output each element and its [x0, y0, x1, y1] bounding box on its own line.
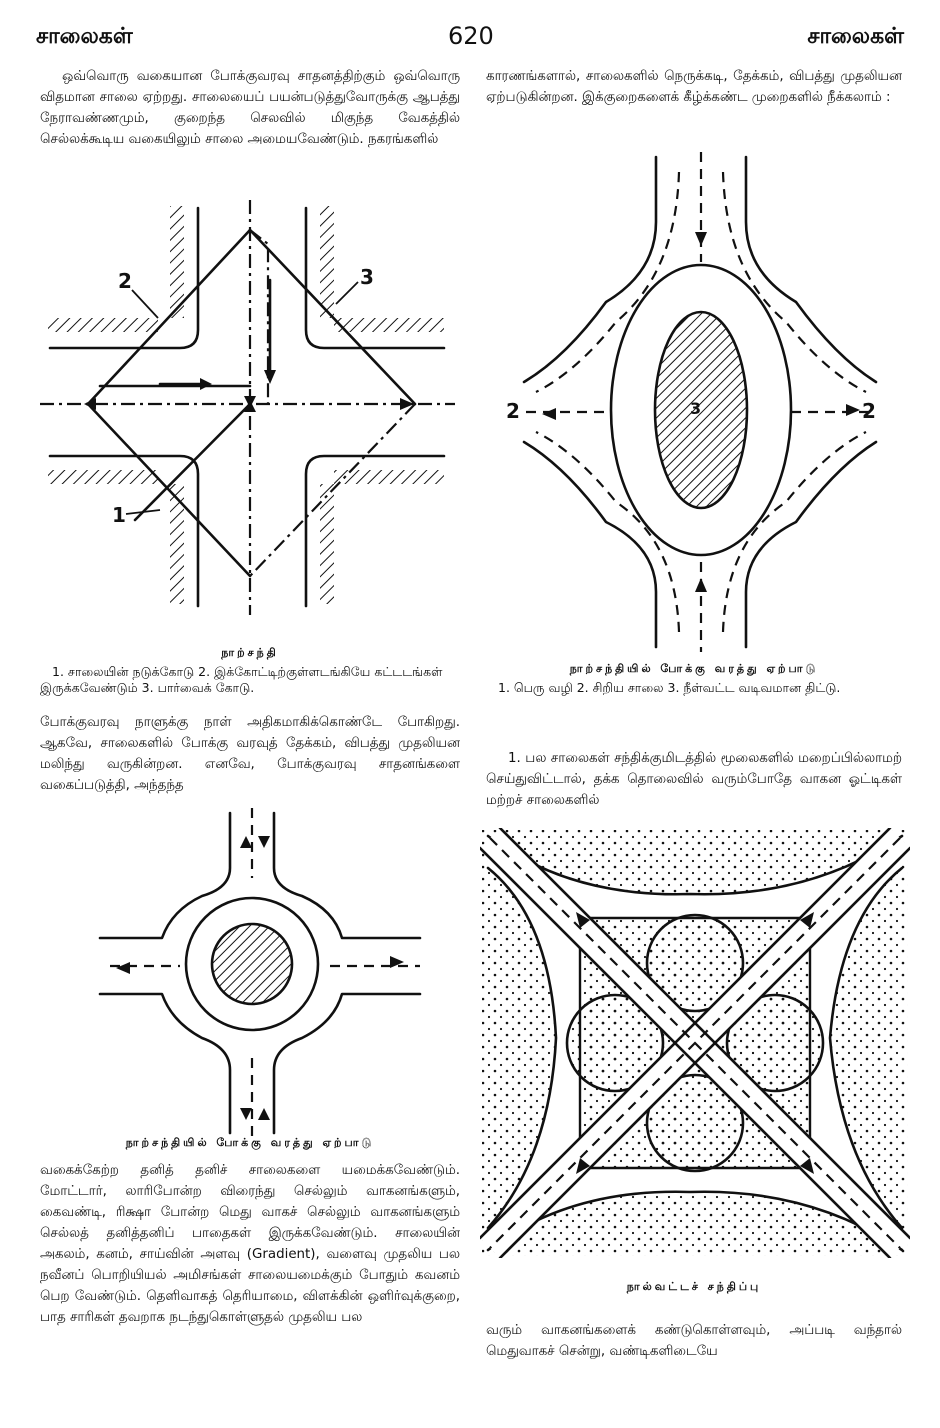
- header-right-title: சாலைகள்: [807, 24, 904, 49]
- col2-bottom-paragraph: வரும் வாகனங்களைக் கண்டுகொள்ளவும், அப்படி…: [486, 1323, 902, 1359]
- fig2-label-3: 3: [690, 399, 701, 418]
- col1-mid-paragraph: போக்குவரவு நாளுக்கு நாள் அதிகமாகிக்கொண்ட…: [40, 715, 460, 793]
- col1-intro-paragraph: ஒவ்வொரு வகையான போக்குவரவு சாதனத்திற்கும்…: [40, 69, 460, 147]
- fig1-title: நாற்சந்தி: [221, 646, 279, 659]
- col2-intro-paragraph: காரணங்களால், சாலைகளில் நெருக்கடி, தேக்கம…: [486, 69, 902, 105]
- header-left-title: சாலைகள்: [36, 24, 133, 49]
- fig2-caption: 1. பெரு வழி 2. சிறிய சாலை 3. நீள்வட்ட வட…: [498, 680, 841, 695]
- fig4-title: நால்வட்டச் சந்திப்பு: [626, 1280, 762, 1293]
- figure-cloverleaf-interchange: [480, 828, 910, 1258]
- col1-bottom-paragraph: வகைக்கேற்ற தனித் தனிச் சாலைகளை யமைக்கவேண…: [40, 1163, 460, 1325]
- fig2-title: நாற்சந்தியில் போக்கு வரத்து ஏற்பாடு: [569, 662, 819, 675]
- fig1-label-1: 1: [112, 503, 126, 527]
- page-number: 620: [448, 22, 494, 50]
- fig2-label-2-left: 2: [506, 399, 520, 423]
- figure-crossroads-sight-lines: 2 3 1: [40, 200, 455, 615]
- figure-elliptical-island-junction: 2 3 2: [506, 152, 878, 652]
- figure-roundabout: [98, 808, 422, 1138]
- fig3-title: நாற்சந்தியில் போக்கு வரத்து ஏற்பாடு: [125, 1136, 375, 1149]
- fig1-caption: 1. சாலையின் நடுக்கோடு 2. இக்கோட்டிற்குள்…: [40, 664, 443, 695]
- col2-mid-paragraph: 1. பல சாலைகள் சந்திக்குமிடத்தில் மூலைகளி…: [486, 751, 902, 808]
- fig1-label-3: 3: [360, 265, 374, 289]
- fig2-label-2-right: 2: [862, 399, 876, 423]
- fig1-label-2: 2: [118, 269, 132, 293]
